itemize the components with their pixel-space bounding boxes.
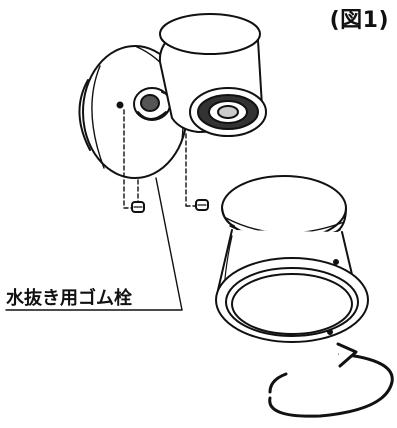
rubber-plug-left [131, 201, 145, 213]
lamp-head [158, 13, 267, 137]
rubber-plug-right [195, 199, 209, 211]
rotation-arrow [268, 342, 394, 418]
callout-leader [5, 177, 183, 311]
figure-label: (図1) [329, 8, 389, 33]
callout-rubber-plug: 水抜き用ゴム栓 [6, 288, 132, 309]
lens-cover [215, 175, 369, 343]
